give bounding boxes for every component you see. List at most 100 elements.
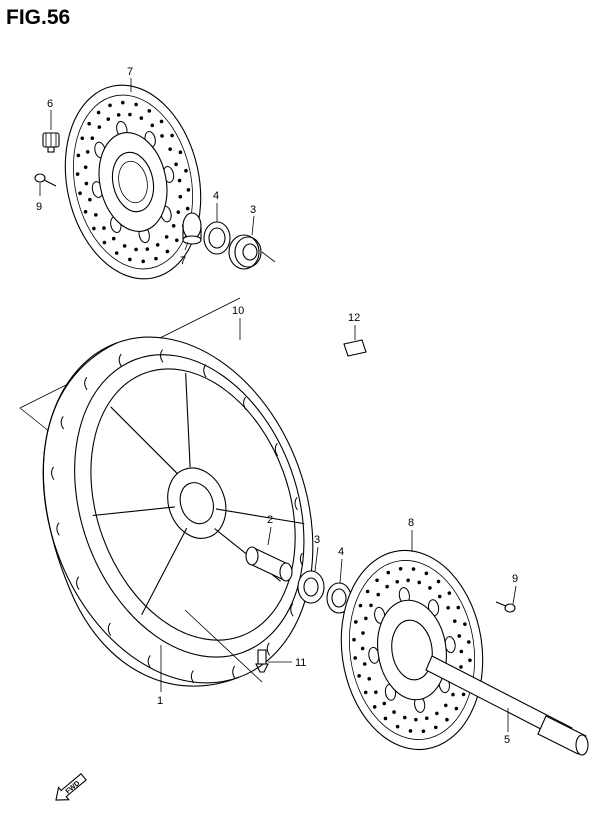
disc-hole <box>463 622 467 626</box>
disc-hole <box>94 213 98 217</box>
disc-hole <box>177 178 182 183</box>
disc-hole <box>108 103 112 108</box>
spacer-7 <box>182 212 202 245</box>
disc-hole <box>354 620 358 624</box>
disc-hole <box>80 136 85 141</box>
callout-2: 2 <box>267 514 273 526</box>
callout-9-top: 9 <box>36 201 42 213</box>
disc-hole <box>139 116 144 120</box>
tire-tread-mark <box>60 416 64 430</box>
screw-9-top <box>34 173 57 187</box>
disc-hole <box>83 165 88 170</box>
disc-hole <box>364 616 368 621</box>
disc-hole <box>365 589 370 594</box>
disc-hole <box>433 725 438 730</box>
tire-tread-mark <box>147 655 151 669</box>
disc-hole <box>185 206 190 211</box>
seal-4-top <box>203 221 231 255</box>
disc-hole <box>111 236 116 241</box>
disc-hole <box>122 244 127 248</box>
disc-hole <box>385 584 389 589</box>
disc-hole <box>352 637 356 642</box>
disc-hole <box>150 123 155 128</box>
disc-hole <box>159 119 164 124</box>
bolt-6 <box>42 132 60 153</box>
disc-hole <box>164 235 169 239</box>
disc-hole <box>184 168 188 173</box>
callout-3-top: 3 <box>250 204 256 216</box>
tire-tread-mark <box>232 665 236 679</box>
disc-hole <box>174 162 178 167</box>
disc-hole <box>360 646 365 651</box>
disc-hole <box>170 133 174 138</box>
disc-hole <box>417 580 422 585</box>
disc-hole <box>78 191 82 196</box>
disc-hole <box>128 257 132 262</box>
disc-hole <box>428 586 432 590</box>
tire-tread-mark <box>76 576 80 590</box>
disc-hole <box>398 566 403 571</box>
disc-hole <box>134 102 138 107</box>
disc-hole <box>375 578 379 583</box>
disc-hole <box>178 194 183 199</box>
disc-hole <box>186 188 191 192</box>
disc-hole <box>116 113 121 117</box>
disc-hole <box>424 716 429 721</box>
disc-hole <box>406 578 410 583</box>
disc-hole <box>461 692 466 697</box>
tire-tread-mark <box>160 349 164 363</box>
callout-4-top: 4 <box>213 190 219 202</box>
disc-hole <box>84 181 89 186</box>
callout-10: 10 <box>232 305 244 317</box>
disc-hole <box>424 571 429 576</box>
disc-hole <box>459 665 463 669</box>
disc-hole <box>90 136 95 140</box>
tire-tread-mark <box>299 552 304 566</box>
callout-5: 5 <box>504 734 510 746</box>
callout-3-lower: 3 <box>314 534 320 546</box>
disc-hole <box>102 240 107 245</box>
disc-hole <box>414 717 418 722</box>
disc-hole <box>395 579 400 584</box>
disc-hole <box>85 150 90 154</box>
disc-hole <box>114 251 119 255</box>
valve-11 <box>255 649 269 673</box>
disc-hole <box>92 226 96 231</box>
callout-12: 12 <box>348 312 360 324</box>
disc-hole <box>436 579 441 584</box>
disc-hole <box>454 706 459 711</box>
disc-hole <box>145 247 150 251</box>
tire-tread-mark <box>294 497 298 511</box>
disc-hole <box>411 567 416 571</box>
disc-hole <box>369 603 373 608</box>
screw-9-lower <box>495 601 516 613</box>
disc-hole <box>362 662 367 666</box>
callout-7: 7 <box>180 255 186 267</box>
disc-hole <box>402 715 407 720</box>
tire-tread-mark <box>84 376 88 391</box>
callout-11: 11 <box>295 657 306 669</box>
disc-hole <box>363 690 368 695</box>
disc-hole <box>376 592 381 597</box>
disc-hole <box>446 605 450 610</box>
disc-hole <box>468 658 472 663</box>
disc-hole <box>358 603 363 608</box>
tire-tread-mark <box>266 642 271 656</box>
disc-hole <box>178 150 183 155</box>
callout-6: 6 <box>47 98 53 110</box>
disc-hole <box>147 109 152 113</box>
disc-hole <box>374 690 378 695</box>
upper-brake-disc <box>64 84 202 280</box>
disc-hole <box>408 729 413 733</box>
disc-hole <box>456 605 461 610</box>
wheel-assembly <box>42 336 314 687</box>
balance-weight-12 <box>343 339 367 357</box>
disc-hole <box>443 703 448 708</box>
disc-hole <box>457 634 462 638</box>
tire-tread-mark <box>51 466 55 480</box>
lower-brake-disc <box>340 549 484 751</box>
disc-hole <box>128 112 132 117</box>
disc-hole <box>75 172 80 176</box>
disc-hole <box>102 226 106 230</box>
